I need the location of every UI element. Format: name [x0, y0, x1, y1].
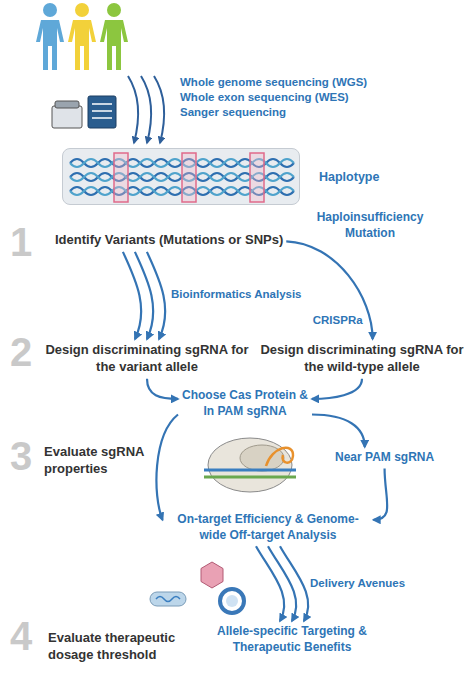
variant-marker [114, 153, 128, 202]
node-text: Identify Variants (Mutations or SNPs) [55, 232, 283, 249]
variant-marker [250, 153, 264, 202]
arrow-connector [312, 415, 365, 447]
node-text: Haplotype [319, 170, 379, 184]
node-text: On-target Efficiency & Genome-wide Off-t… [166, 512, 371, 543]
arrow-connector [286, 241, 372, 339]
rack-line [92, 103, 112, 105]
arrow-line [312, 379, 362, 399]
step-heading: Identify Variants (Mutations or SNPs) [55, 232, 283, 249]
arrow-line [141, 76, 151, 143]
arrow-line [312, 415, 365, 447]
arrow-line [286, 241, 372, 339]
variant-marker [182, 153, 196, 202]
delivery-icons [150, 562, 244, 613]
step-number: 4 [10, 616, 32, 656]
triple-arrow-connector [256, 546, 308, 621]
arrow-line [268, 546, 296, 621]
person [36, 3, 64, 70]
method-label: Whole exon sequencing (WES) [180, 91, 349, 105]
person [100, 3, 128, 70]
arrow-connector [374, 469, 388, 520]
person-head [107, 3, 121, 17]
node-text: Design discriminating sgRNA for the vari… [41, 342, 253, 376]
node-text: Near PAM sgRNA [335, 450, 434, 466]
sequencer-rack [88, 96, 116, 128]
arrow-line [280, 546, 308, 621]
sequencers [52, 96, 116, 128]
step-number: 2 [10, 332, 32, 372]
dna-helix [70, 173, 294, 181]
rack-line [92, 117, 112, 119]
step-heading: Design discriminating sgRNA for the wild… [256, 342, 468, 376]
node-text: Choose Cas Protein & In PAM sgRNA [181, 388, 309, 419]
step-heading: Evaluate sgRNA properties [44, 444, 150, 478]
sequencer-lid [55, 101, 79, 108]
process-text: Choose Cas Protein & In PAM sgRNA [181, 388, 309, 419]
arrow-line [147, 379, 178, 399]
arrow-line [147, 252, 165, 339]
arrow-connector [156, 415, 178, 520]
process-text: On-target Efficiency & Genome-wide Off-t… [166, 512, 371, 543]
haplotype-box: Haplotype [62, 148, 300, 205]
step-number: 1 [10, 222, 32, 262]
people [36, 3, 128, 70]
process-text: Allele-specific Targeting & Therapeutic … [201, 624, 383, 655]
step-heading: Design discriminating sgRNA for the vari… [41, 342, 253, 376]
process-text: Near PAM sgRNA [335, 450, 434, 466]
person-body [100, 20, 128, 70]
arrow-line [256, 546, 284, 621]
arrow-line [123, 252, 141, 339]
condition-label: Haploinsufficiency Mutation [300, 210, 440, 241]
arrow-line [374, 469, 388, 520]
node-text: Design discriminating sgRNA for the wild… [256, 342, 468, 376]
method-label: Whole genome sequencing (WGS) [180, 76, 367, 90]
arrow-line [135, 252, 153, 339]
step-heading: Evaluate therapeutic dosage threshold [48, 630, 193, 664]
arrow-connector [147, 379, 178, 399]
cas-protein-illustration [204, 438, 296, 492]
haplotype-dna [70, 153, 294, 202]
arrow-connector [312, 379, 362, 399]
edge-label: Delivery Avenues [310, 577, 405, 591]
step-number: 3 [10, 436, 32, 476]
person-head [43, 3, 57, 17]
rack-line [92, 110, 112, 112]
arrow-line [156, 415, 178, 520]
method-label: Sanger sequencing [180, 106, 286, 120]
sequencer-body [52, 106, 82, 128]
triple-arrow-connector [123, 252, 165, 339]
person-body [68, 20, 96, 70]
triple-arrow [128, 76, 164, 143]
liposome-icon [220, 589, 244, 613]
arrow-line [154, 76, 164, 143]
edge-label: Bioinformatics Analysis [171, 289, 302, 303]
sgrna-loop [266, 448, 293, 466]
virus-icon [201, 562, 223, 588]
arrow-line [128, 76, 138, 143]
liposome-core [226, 595, 238, 607]
dna-helix [70, 187, 294, 195]
node-text: Allele-specific Targeting & Therapeutic … [201, 624, 383, 655]
plasmid-icon [150, 592, 186, 606]
person-head [75, 3, 89, 17]
plasmid-strand [156, 597, 180, 602]
person-body [36, 20, 64, 70]
dna-strand [204, 469, 296, 472]
person [68, 3, 96, 70]
cas-lobe [240, 445, 284, 471]
cas-protein [208, 438, 292, 492]
dna-helix [70, 159, 294, 167]
edge-label: CRISPRa [313, 314, 363, 328]
dna-strand [204, 476, 296, 479]
